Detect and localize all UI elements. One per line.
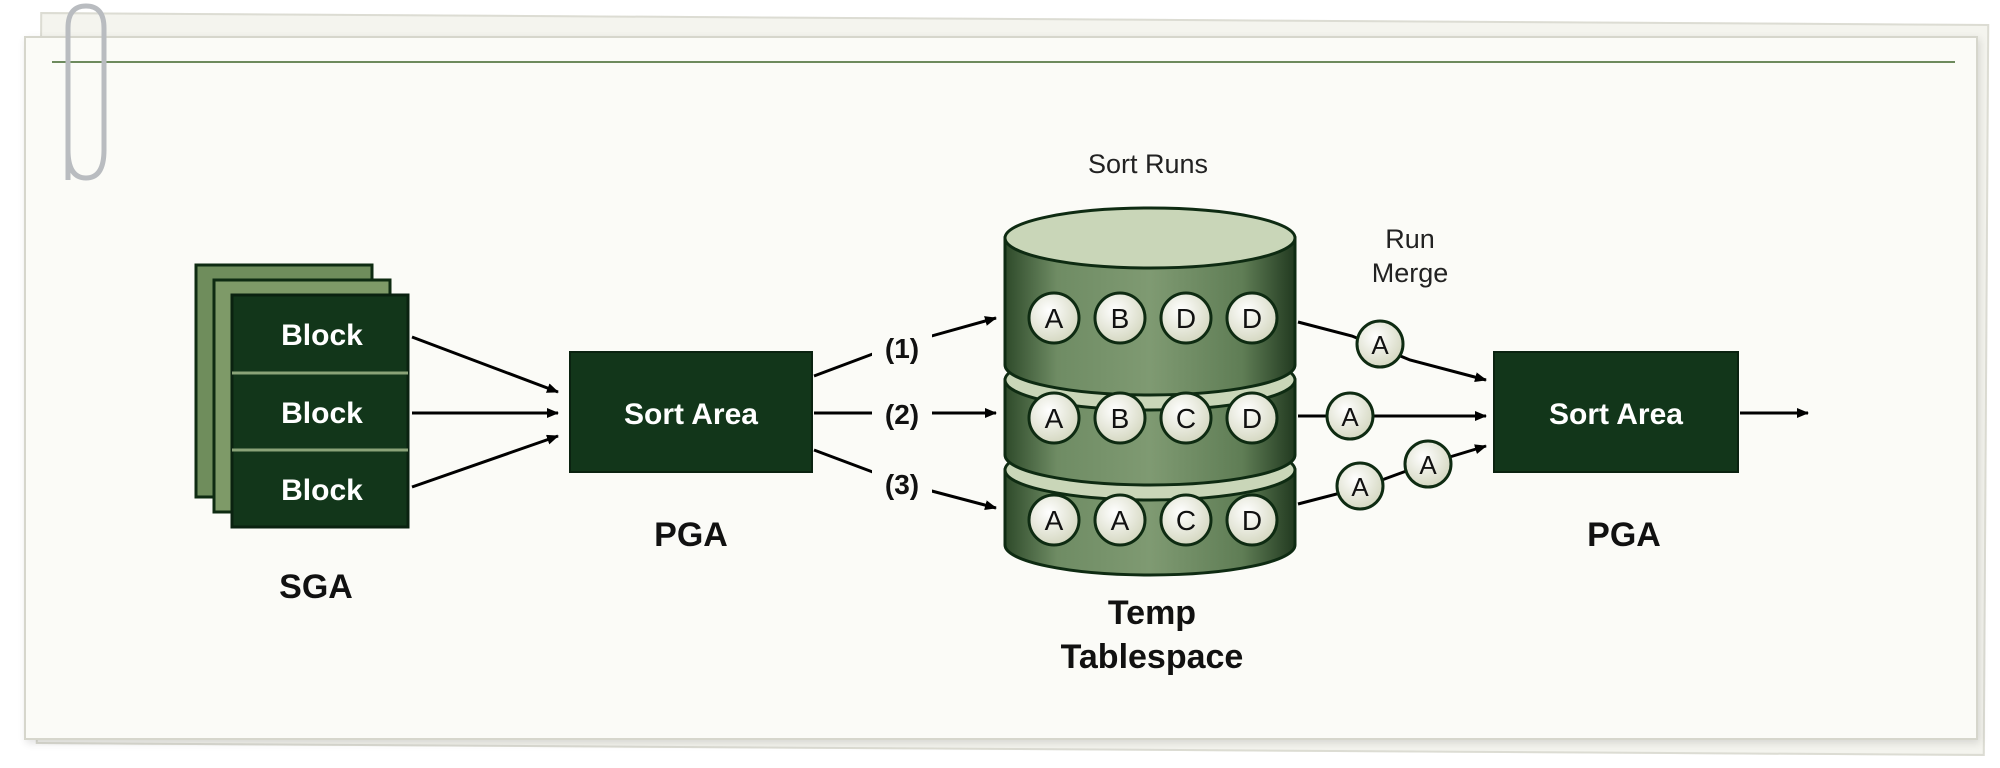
sort-area-left-box [569,351,813,473]
sga-block-label: Block [281,397,363,430]
paperclip-icon [65,3,107,181]
pga-right-label: PGA [1587,516,1661,554]
run-item: A [1111,505,1130,536]
sort-run-1 [1027,291,1279,345]
flow-label-bg [872,330,932,364]
run-item: C [1176,505,1196,536]
sort-runs-caption: Sort Runs [1088,149,1208,179]
flow-label-bg [872,398,932,432]
run-merge-label-line2: Merge [1372,258,1449,288]
run-item: B [1111,303,1130,334]
merge-item: A [1351,472,1369,502]
temp-title-line1: Temp [1108,594,1196,632]
run-merge-label-line1: Run [1385,224,1435,254]
merge-item: A [1341,402,1359,432]
sort-area-left-label: Sort Area [624,398,758,431]
temp-title-line2: Tablespace [1061,638,1244,676]
run-item: A [1045,505,1064,536]
temp-tablespace-cylinder [1003,206,1297,577]
sga-label: SGA [279,568,353,606]
merge-item: A [1371,330,1389,360]
run-item: D [1242,303,1262,334]
run-item: B [1111,403,1130,434]
sga-block-label: Block [281,319,363,352]
run-item: D [1176,303,1196,334]
pga-left-label: PGA [654,516,728,554]
sort-run-2 [1027,391,1279,445]
flow-label-bg [872,466,932,500]
sga-block-stack [194,263,410,529]
sort-run-3 [1027,493,1279,547]
sga-to-pga-arrows [411,335,559,489]
merge-item: A [1419,450,1437,480]
run-item: D [1242,505,1262,536]
sga-block-label: Block [281,474,363,507]
flow-label-1: (1) [885,333,919,364]
sort-area-right-box [1493,351,1739,473]
flow-label-2: (2) [885,399,919,430]
run-item: D [1242,403,1262,434]
run-item: A [1045,303,1064,334]
merge-items [1325,319,1453,511]
run-item: C [1176,403,1196,434]
sort-area-right-label: Sort Area [1549,398,1683,431]
flow-label-3: (3) [885,469,919,500]
run-item: A [1045,403,1064,434]
